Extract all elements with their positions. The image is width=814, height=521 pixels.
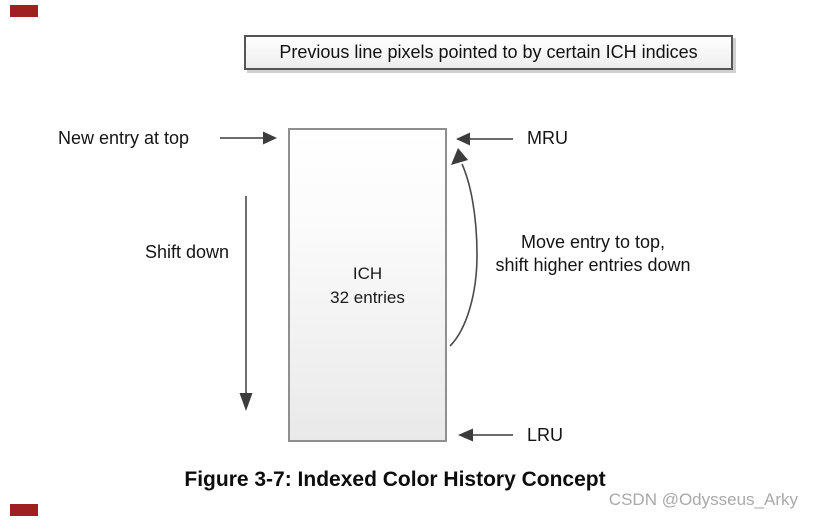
red-corner-mark-bottom xyxy=(10,504,38,516)
lru-label: LRU xyxy=(527,425,564,445)
ich-box-subtitle: 32 entries xyxy=(330,288,405,307)
previous-line-pixels-label: Previous line pixels pointed to by certa… xyxy=(279,42,698,62)
mru-label: MRU xyxy=(527,128,568,148)
curved-up-arrow-icon xyxy=(449,148,478,347)
down-arrow-icon xyxy=(239,196,253,411)
ich-entries-box: ICH 32 entries xyxy=(288,128,447,442)
right-arrow-icon xyxy=(220,131,277,145)
move-entry-label-line2: shift higher entries down xyxy=(495,255,691,275)
figure-caption: Figure 3-7: Indexed Color History Concep… xyxy=(184,468,606,491)
ich-box-text: ICH 32 entries xyxy=(290,262,445,310)
shift-down-label: Shift down xyxy=(145,242,230,262)
red-corner-mark-top xyxy=(10,5,38,17)
move-entry-label-line1: Move entry to top, xyxy=(520,232,666,252)
left-arrow-icon xyxy=(456,132,513,146)
new-entry-label: New entry at top xyxy=(58,128,190,148)
move-entry-label: Move entry to top, shift higher entries … xyxy=(483,231,703,277)
previous-line-pixels-box: Previous line pixels pointed to by certa… xyxy=(244,35,733,70)
csdn-watermark: CSDN @Odysseus_Arky xyxy=(608,490,798,509)
left-arrow-icon xyxy=(458,428,513,442)
ich-box-title: ICH xyxy=(352,264,383,283)
